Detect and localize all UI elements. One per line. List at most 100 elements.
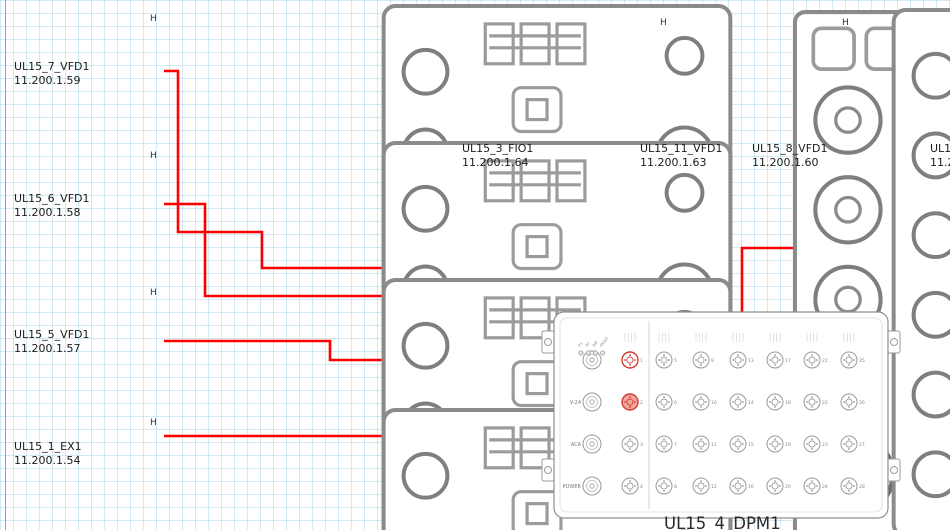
dpm-port-number: 18 bbox=[785, 400, 791, 406]
device-ip-ul15-3-fio1: 11.200.1.64 bbox=[462, 156, 528, 169]
dpm-power-connector[interactable] bbox=[582, 392, 602, 412]
dpm-port-number: 16 bbox=[748, 484, 754, 490]
dpm-port-connector[interactable] bbox=[840, 435, 858, 453]
dpm-power-label-power: POWER bbox=[562, 484, 581, 490]
dpm-port-connector[interactable] bbox=[729, 435, 747, 453]
dpm-led-label: P2 bbox=[584, 340, 591, 347]
dpm-power-label-v24: V-24 bbox=[570, 400, 581, 406]
dpm-led bbox=[600, 350, 606, 356]
dpm-port-number: 21 bbox=[822, 358, 828, 364]
dpm-port-number: 6 bbox=[674, 400, 677, 406]
dpm-port-connector[interactable] bbox=[766, 393, 784, 411]
corner-label: H bbox=[660, 18, 667, 28]
dpm-port-connector[interactable] bbox=[729, 477, 747, 495]
dpm-port-number: 24 bbox=[822, 484, 828, 490]
dpm-port-number: 12 bbox=[711, 484, 717, 490]
dpm-port-connector[interactable] bbox=[803, 435, 821, 453]
dpm-port-number: 28 bbox=[859, 484, 865, 490]
dpm-port-connector[interactable] bbox=[692, 435, 710, 453]
device-name-ul15-1-ex1: UL15_1_EX1 bbox=[14, 440, 82, 453]
dpm-port-number: 5 bbox=[674, 358, 677, 364]
device-ip-ul15-6-vfd1: 11.200.1.58 bbox=[14, 206, 80, 219]
dpm-inner-outline bbox=[559, 317, 883, 513]
dpm-led-label: RM bbox=[591, 340, 599, 348]
dpm-led bbox=[592, 350, 598, 356]
dpm-port-connector[interactable] bbox=[803, 393, 821, 411]
dpm-led bbox=[585, 350, 591, 356]
dpm-port-grid[interactable]: 1234567891011121314151617181920212223242… bbox=[577, 333, 865, 496]
dpm-port-number: 22 bbox=[822, 400, 828, 406]
dpm-port-number: 19 bbox=[785, 442, 791, 448]
dpm-mounting-tabs bbox=[541, 330, 901, 482]
device-labels: UL15_7_VFD1 11.200.1.59 UL15_6_VFD1 11.2… bbox=[14, 60, 950, 467]
dpm-port-connector[interactable] bbox=[692, 393, 710, 411]
dpm-port-connector[interactable] bbox=[621, 435, 639, 453]
corner-label: H bbox=[150, 151, 157, 161]
dpm-port-connector[interactable] bbox=[766, 351, 784, 369]
dpm-port-connector[interactable] bbox=[803, 351, 821, 369]
dpm-led bbox=[578, 350, 584, 356]
dpm-port-number: 3 bbox=[640, 442, 643, 448]
dpm-port-number: 4 bbox=[640, 484, 643, 490]
dpm-port-connector[interactable] bbox=[840, 477, 858, 495]
dpm-port-connector[interactable] bbox=[840, 351, 858, 369]
dpm-power-connector[interactable] bbox=[582, 476, 602, 496]
device-ip-ul15-8-vfd1: 11.200.1.60 bbox=[752, 156, 818, 169]
dpm-port-number: 14 bbox=[748, 400, 754, 406]
dpm-port-number: 8 bbox=[674, 484, 677, 490]
corner-label: H bbox=[150, 418, 157, 428]
dpm-power-connector[interactable] bbox=[582, 434, 602, 454]
device-ip-ul15-5-vfd1: 11.200.1.57 bbox=[14, 342, 80, 355]
dpm-port-connector[interactable] bbox=[621, 393, 639, 411]
dpm-port-number: 9 bbox=[711, 358, 714, 364]
dpm-port-connector[interactable] bbox=[729, 351, 747, 369]
device-name-partial: UL15 bbox=[930, 142, 950, 155]
dpm-port-connector[interactable] bbox=[655, 435, 673, 453]
device-name-ul15-6-vfd1: UL15_6_VFD1 bbox=[14, 192, 90, 205]
dpm-port-connector[interactable] bbox=[766, 435, 784, 453]
device-name-ul15-11-vfd1: UL15_11_VFD1 bbox=[640, 142, 723, 155]
dpm-port-number: 7 bbox=[674, 442, 677, 448]
device-ip-ul15-1-ex1: 11.200.1.54 bbox=[14, 454, 80, 467]
device-ip-ul15-7-vfd1: 11.200.1.59 bbox=[14, 74, 80, 87]
corner-label: H bbox=[150, 288, 157, 298]
dpm-port-number: 1 bbox=[640, 358, 643, 364]
dpm-port-number: 23 bbox=[822, 442, 828, 448]
device-name-ul15-5-vfd1: UL15_5_VFD1 bbox=[14, 328, 90, 341]
device-ip-partial: 11.2 bbox=[930, 156, 950, 169]
dpm-port-connector[interactable] bbox=[803, 477, 821, 495]
device-ul15-11-vfd1[interactable] bbox=[893, 9, 950, 530]
dpm-device[interactable]: V-24 ACA POWER 1234567891011121314151617… bbox=[541, 311, 901, 519]
dpm-port-number: 10 bbox=[711, 400, 717, 406]
device-name-ul15-8-vfd1: UL15_8_VFD1 bbox=[752, 142, 828, 155]
device-ip-ul15-11-vfd1: 11.200.1.63 bbox=[640, 156, 706, 169]
dpm-port-connector[interactable] bbox=[655, 393, 673, 411]
dpm-led-label: P1 bbox=[577, 340, 584, 347]
dpm-port-number: 13 bbox=[748, 358, 754, 364]
dpm-port-connector[interactable] bbox=[655, 477, 673, 495]
dpm-port-number: 20 bbox=[785, 484, 791, 490]
dpm-port-number: 2 bbox=[640, 400, 643, 406]
dpm-port-number: 15 bbox=[748, 442, 754, 448]
dpm-port-number: 25 bbox=[859, 358, 865, 364]
dpm-port-connector[interactable] bbox=[621, 351, 639, 369]
dpm-label: UL15_4_DPM1 bbox=[664, 514, 781, 530]
dpm-port-connector[interactable] bbox=[621, 477, 639, 495]
dpm-port-connector[interactable] bbox=[766, 477, 784, 495]
dpm-power-label-aca: ACA bbox=[571, 442, 582, 448]
dpm-led-label: FAULT bbox=[598, 335, 609, 347]
dpm-power-connector[interactable] bbox=[582, 350, 602, 370]
device-name-ul15-7-vfd1: UL15_7_VFD1 bbox=[14, 60, 90, 73]
dpm-port-connector[interactable] bbox=[840, 393, 858, 411]
device-name-ul15-3-fio1: UL15_3_FIO1 bbox=[462, 142, 533, 155]
corner-label: H bbox=[842, 18, 849, 28]
dpm-port-connector[interactable] bbox=[692, 351, 710, 369]
dpm-port-number: 11 bbox=[711, 442, 717, 448]
corner-label: H bbox=[150, 14, 157, 24]
module-corner-labels: H H H H H H bbox=[150, 14, 849, 428]
dpm-port-connector[interactable] bbox=[655, 351, 673, 369]
dpm-port-connector[interactable] bbox=[692, 477, 710, 495]
dpm-port-number: 17 bbox=[785, 358, 791, 364]
dpm-port-connector[interactable] bbox=[729, 393, 747, 411]
